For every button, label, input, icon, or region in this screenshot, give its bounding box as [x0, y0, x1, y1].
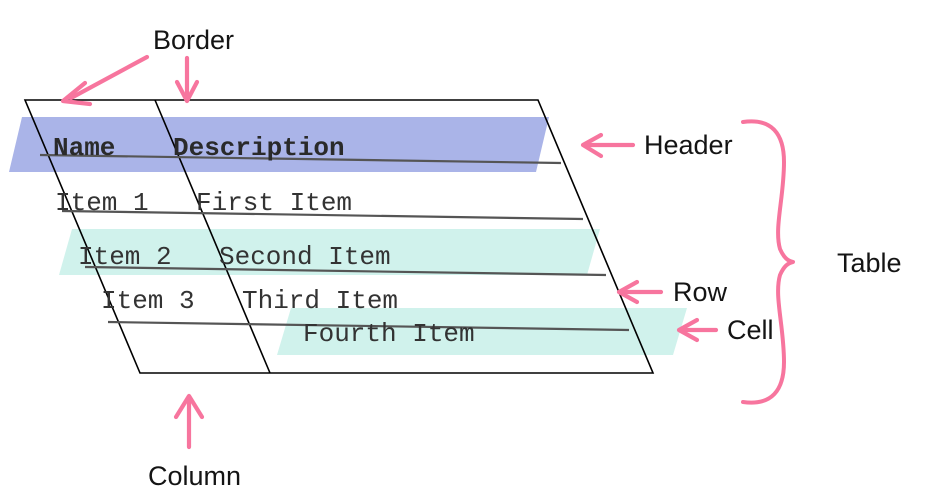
header-highlight	[9, 117, 549, 172]
column-arrow-head	[173, 393, 205, 420]
label-header: Header	[644, 130, 733, 160]
table-outline	[23, 99, 655, 374]
row-rule-2	[84, 265, 607, 277]
label-row: Row	[673, 277, 728, 307]
cell-floating-fourth: Fourth Item	[303, 319, 475, 349]
cell-row1-name: Item 1	[55, 188, 149, 218]
row-arrow-head	[616, 279, 640, 305]
label-table: Table	[837, 248, 902, 278]
cell-highlight	[277, 308, 687, 355]
cell-row3-name: Item 3	[101, 286, 195, 316]
row-rule-3	[107, 320, 630, 332]
table-brace	[741, 119, 795, 405]
row-highlight	[59, 229, 600, 275]
cell-row1-description: First Item	[196, 188, 352, 218]
column-divider	[154, 99, 271, 374]
border-arrow-vertical-head	[174, 79, 200, 104]
cell-row2-description: Second Item	[219, 242, 391, 272]
cell-row2-name: Item 2	[78, 242, 172, 272]
header-cell-description: Description	[173, 133, 345, 163]
cell-arrow-head	[676, 317, 700, 343]
border-arrow-diagonal-head	[60, 80, 93, 107]
row-rule-1	[61, 209, 584, 221]
header-cell-name: Name	[53, 133, 115, 163]
label-border: Border	[153, 25, 234, 55]
header-arrow-head	[580, 132, 604, 159]
label-cell: Cell	[727, 315, 774, 345]
cell-row3-description: Third Item	[242, 286, 398, 316]
label-column: Column	[148, 461, 241, 491]
row-rule-header	[39, 153, 562, 165]
border-arrow-diagonal	[68, 54, 150, 101]
